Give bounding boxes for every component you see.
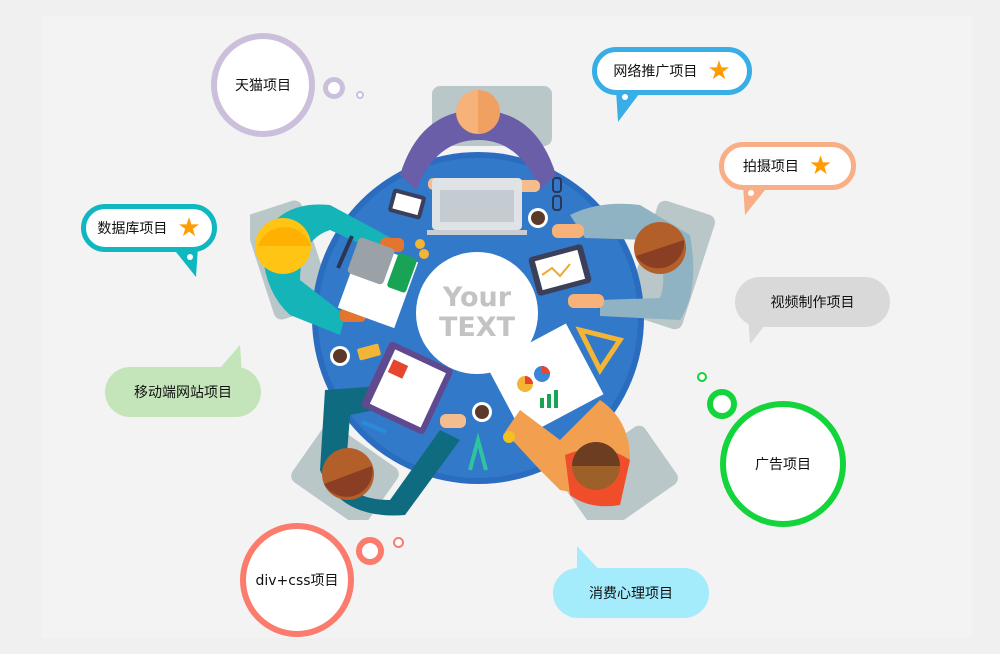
bubble-consumer-psychology-label: 消费心理项目 [589,586,673,602]
bubble-tail [616,90,642,122]
bubble-video-production: 视频制作项目 [735,277,890,327]
bubble-photography-label: 拍摄项目 [742,159,799,175]
bubble-div-css-label: div+css项目 [255,573,339,589]
decor-ring [707,389,737,419]
decor-ring [393,537,404,548]
bubble-mobile-website-label: 移动端网站项目 [134,385,232,401]
center-text-line1: Your [442,282,512,313]
bubble-photography: 拍摄项目 ★ [719,142,856,190]
bubble-database: 数据库项目 ★ [81,204,217,252]
bubble-advertising-label: 广告项目 [755,457,811,473]
bubble-consumer-psychology: 消费心理项目 [553,568,709,618]
decor-ring [356,537,384,565]
star-icon: ★ [707,56,731,86]
star-icon: ★ [177,213,201,243]
star-icon: ★ [808,151,833,181]
decor-ring [356,91,364,99]
bubble-tmall: 天猫项目 [211,33,315,137]
bubble-advertising: 广告项目 [720,401,846,527]
bubble-mobile-website: 移动端网站项目 [105,367,261,417]
bubble-tail [172,247,198,277]
bubble-network-promotion-label: 网络推广项目 [613,64,698,80]
bubble-network-promotion: 网络推广项目 ★ [592,47,752,95]
bubble-video-production-label: 视频制作项目 [770,295,855,311]
decor-ring [697,372,707,382]
center-text-line2: TEXT [438,312,516,343]
bubble-database-label: 数据库项目 [97,221,168,237]
bubble-tmall-label: 天猫项目 [235,78,291,94]
bubble-tail [743,185,769,215]
decor-ring [323,77,345,99]
center-text-circle: Your TEXT [416,252,538,374]
bubble-div-css: div+css项目 [240,523,354,637]
